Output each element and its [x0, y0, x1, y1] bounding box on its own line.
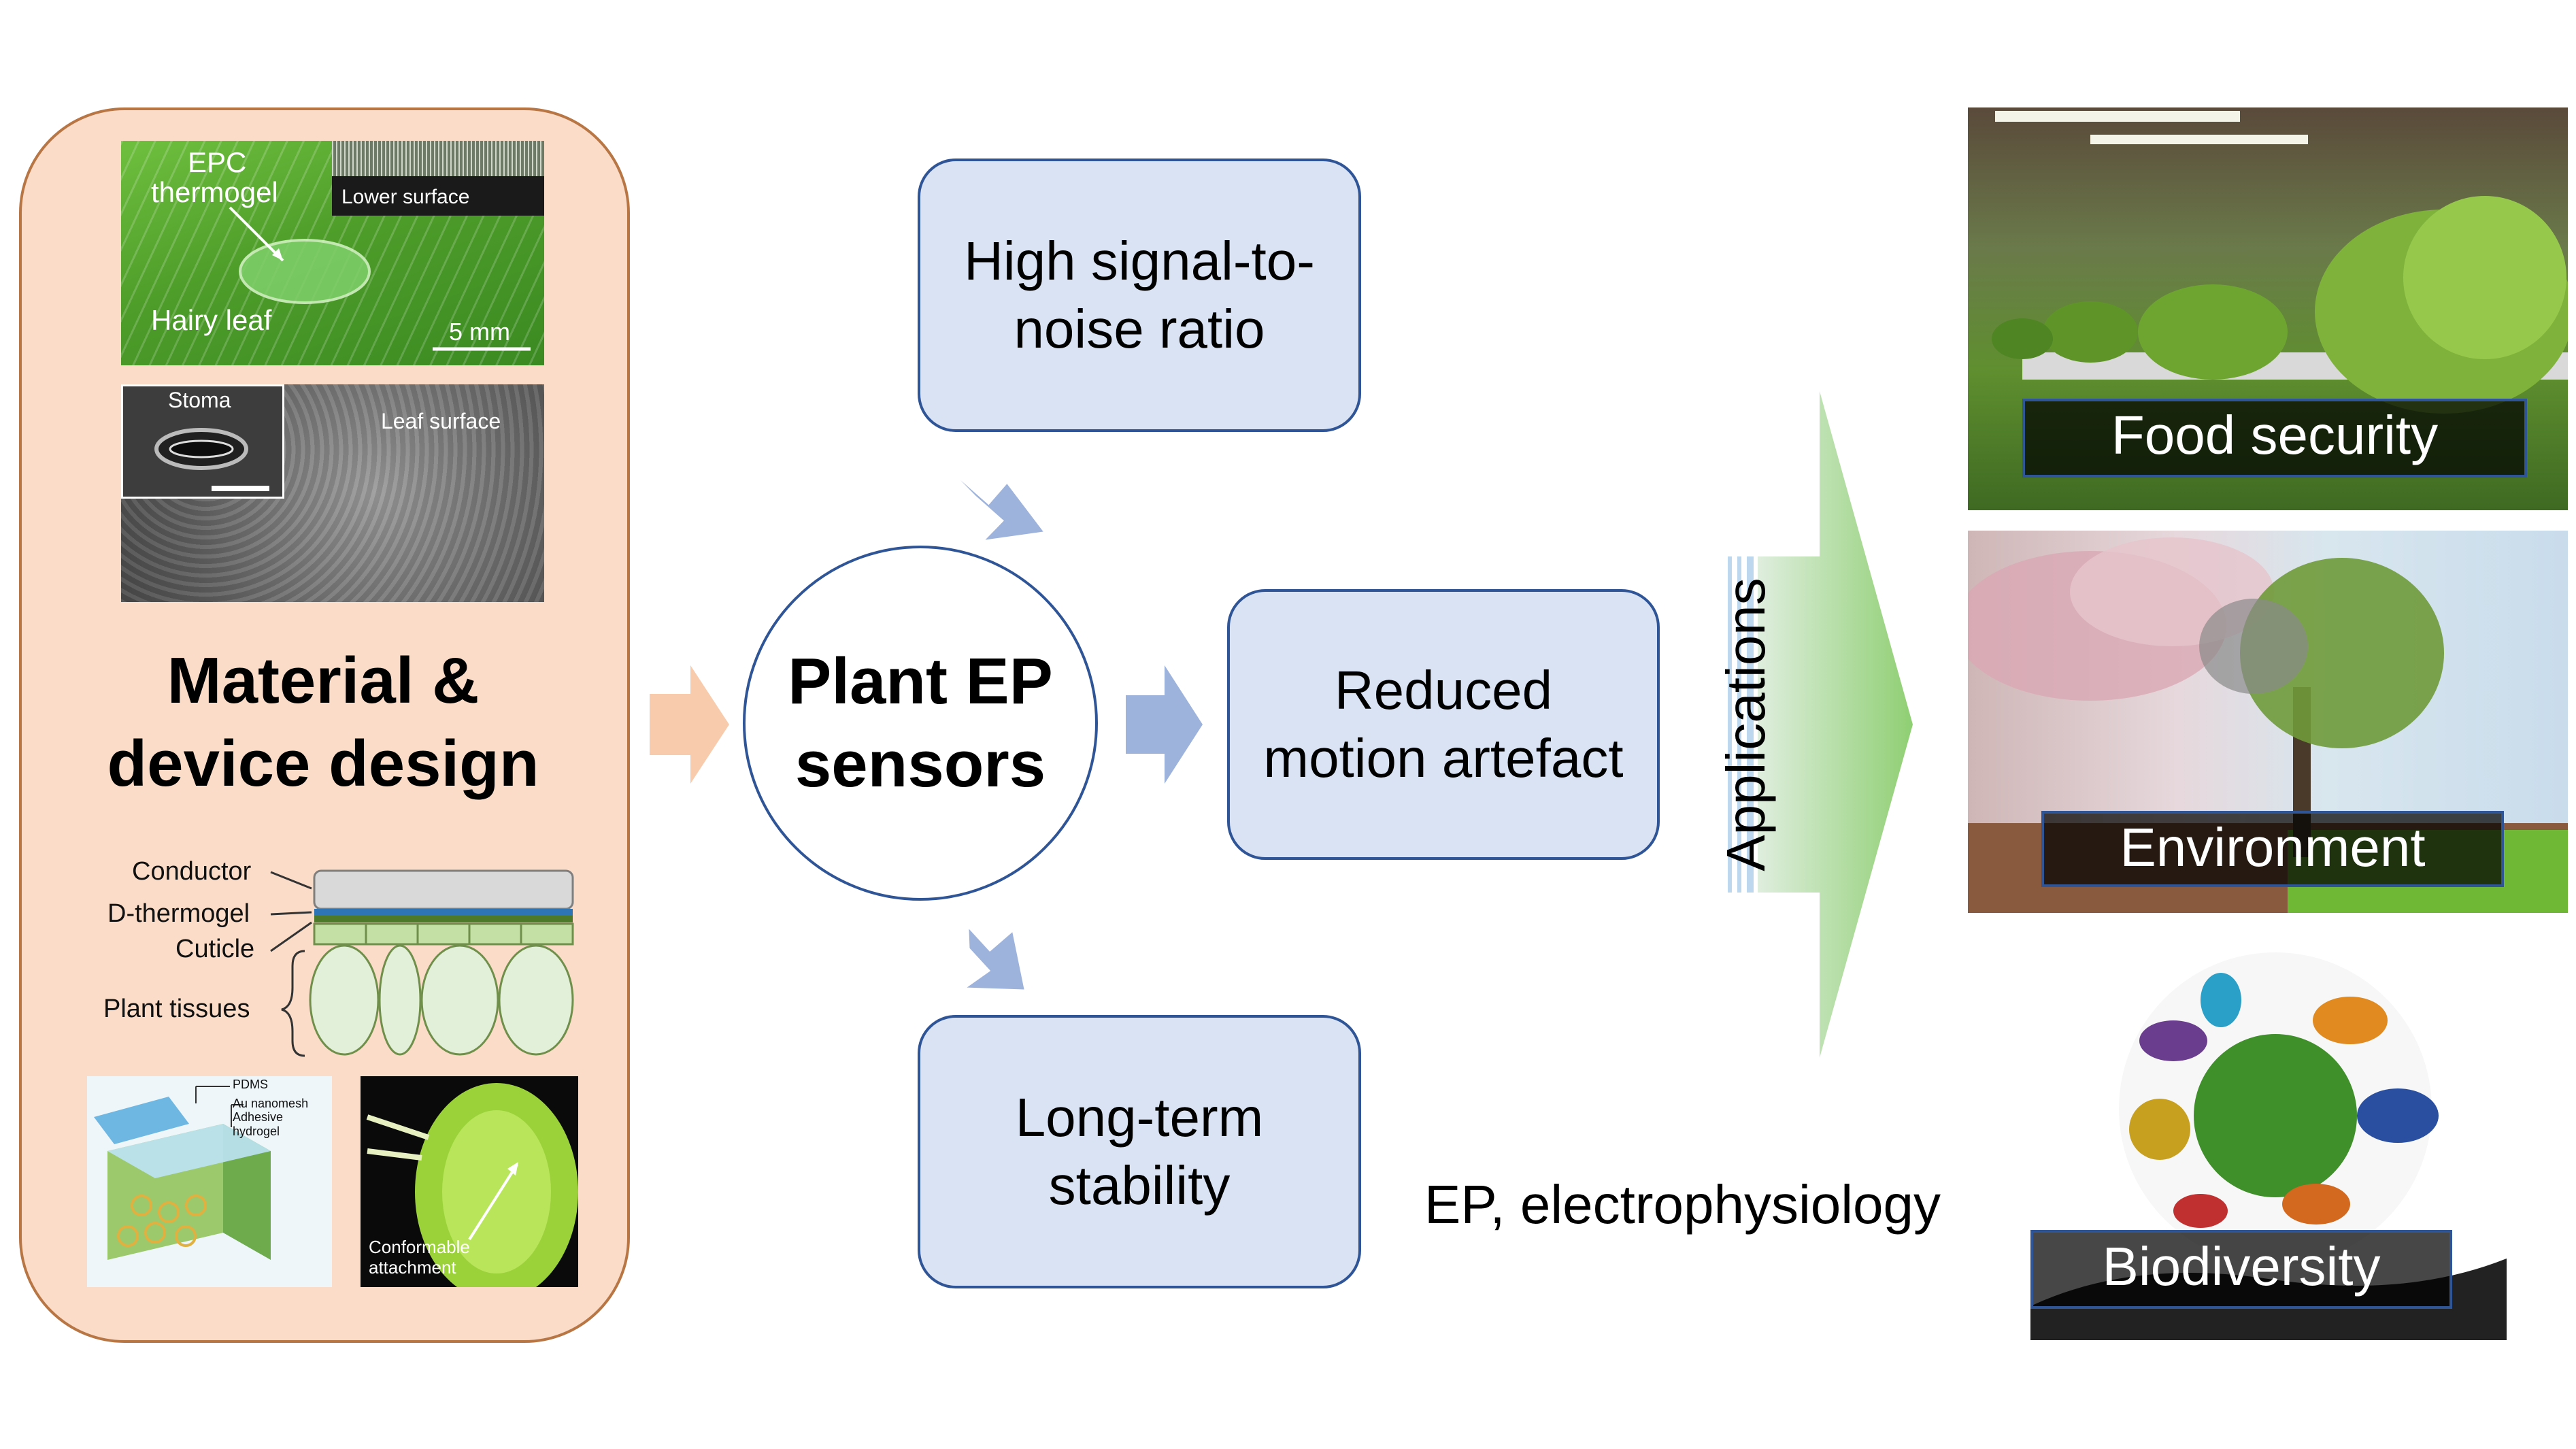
conformable-label: Conformable	[369, 1237, 470, 1257]
device-schematic-drawing	[94, 1086, 271, 1260]
epc-label-1: EPC	[188, 146, 247, 178]
hairy-leaf-label: Hairy leaf	[151, 304, 272, 336]
material-title-line1: Material &	[167, 644, 480, 717]
lower-surface-texture	[332, 141, 544, 176]
snr-box: High signal-to- noise ratio	[918, 159, 1361, 432]
scale-bar-label: 5 mm	[449, 318, 510, 346]
stoma-inset: Stoma	[121, 384, 284, 499]
blue-up-arrow	[960, 480, 1043, 540]
environment-caption: Environment	[2041, 811, 2504, 887]
adhesive-hydrogel-label: Adhesive hydrogel	[233, 1110, 284, 1138]
snr-line1: High signal-to-	[964, 231, 1315, 291]
au-nanomesh-label: Au nanomesh	[233, 1097, 309, 1110]
stability-line1: Long-term	[1015, 1087, 1264, 1148]
device-schematic-image: PDMS Au nanomesh Adhesive hydrogel	[87, 1076, 332, 1287]
food-security-photo: Food security	[1968, 107, 2568, 510]
biodiversity-photo: Biodiversity	[2030, 939, 2507, 1340]
circle-line2: sensors	[794, 728, 1046, 801]
biodiversity-drawing	[2030, 952, 2507, 1340]
cuticle-label: Cuticle	[175, 935, 255, 963]
stability-box: Long-term stability	[918, 1015, 1361, 1288]
lower-surface-inset: Lower surface	[332, 141, 544, 216]
snr-line2: noise ratio	[1014, 299, 1265, 359]
motion-line1: Reduced	[1334, 660, 1553, 720]
environment-photo: Environment	[1968, 531, 2568, 913]
epc-label-2: thermogel	[151, 176, 278, 208]
orange-right-arrow	[650, 665, 729, 784]
material-design-title: Material & device design	[41, 639, 605, 805]
hairy-leaf-photo: Lower surface EPC thermogel Hairy leaf 5…	[121, 141, 544, 365]
material-title-line2: device design	[107, 727, 539, 800]
biodiversity-caption: Biodiversity	[2030, 1230, 2452, 1309]
attachment-label: attachment	[369, 1257, 456, 1278]
plant-ep-sensors-circle: Plant EP sensors	[743, 546, 1098, 901]
stability-line2: stability	[1048, 1155, 1231, 1216]
lower-surface-label: Lower surface	[341, 186, 470, 208]
motion-artefact-box: Reduced motion artefact	[1227, 589, 1660, 860]
motion-line2: motion artefact	[1263, 728, 1624, 788]
leaf-surface-label: Leaf surface	[381, 409, 501, 433]
pdms-label: PDMS	[233, 1078, 269, 1091]
flytrap-photo: Conformable attachment	[361, 1076, 578, 1287]
plant-tissues-label: Plant tissues	[103, 995, 250, 1023]
sem-leaf-surface-photo: Stoma Leaf surface	[121, 384, 544, 602]
flytrap-drawing	[366, 1083, 578, 1287]
blue-right-arrow	[1126, 665, 1203, 784]
applications-label: Applications	[1716, 578, 1776, 871]
stoma-label: Stoma	[168, 388, 231, 412]
circle-line1: Plant EP	[788, 645, 1053, 718]
food-security-caption: Food security	[2022, 399, 2527, 478]
thermogel-drop	[229, 206, 531, 351]
stoma-shape	[154, 428, 269, 491]
ep-footnote: EP, electrophysiology	[1424, 1174, 1941, 1235]
blue-down-arrow	[967, 929, 1024, 990]
lettuce-drawing	[1992, 111, 2568, 414]
conductor-label: Conductor	[132, 857, 252, 886]
d-thermogel-label: D-thermogel	[107, 899, 250, 928]
